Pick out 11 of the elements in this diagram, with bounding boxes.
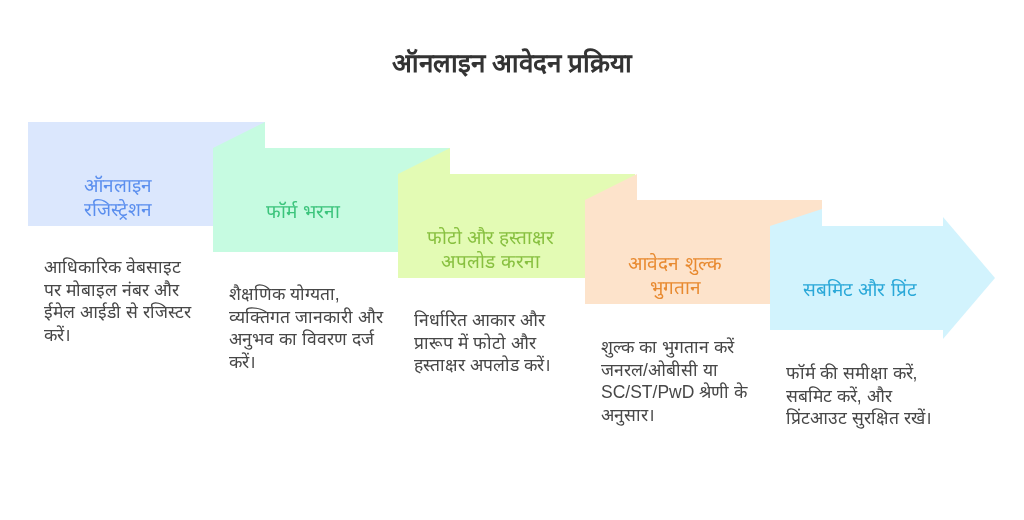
diagram-title: ऑनलाइन आवेदन प्रक्रिया [390, 47, 634, 80]
step-label: फॉर्म भरना [265, 200, 341, 224]
step-label: आवेदन शुल्क भुगतान [627, 252, 723, 300]
step-label: सबमिट और प्रिंट [802, 278, 918, 302]
step-description: शुल्क का भुगतान करें जनरल/ओबीसी या SC/ST/PwD श्रेणी के अनुसार। [601, 336, 749, 426]
step-label: ऑनलाइन रजिस्ट्रेशन [83, 174, 153, 222]
step-description: आधिकारिक वेबसाइट पर मोबाइल नंबर और ईमेल आईडी से रजिस्टर करें। [44, 256, 193, 346]
step-description: फॉर्म की समीक्षा करें, सबमिट करें, और प्रिंटआउट सुरक्षित रखें। [786, 362, 933, 430]
step-description: शैक्षणिक योग्यता, व्यक्तिगत जानकारी और अनुभव का विवरण दर्ज करें। [229, 283, 385, 373]
step-label: फोटो और हस्ताक्षर अपलोड करना [425, 226, 556, 274]
step-description: निर्धारित आकार और प्रारूप में फोटो और हस्ताक्षर अपलोड करें। [414, 309, 552, 377]
